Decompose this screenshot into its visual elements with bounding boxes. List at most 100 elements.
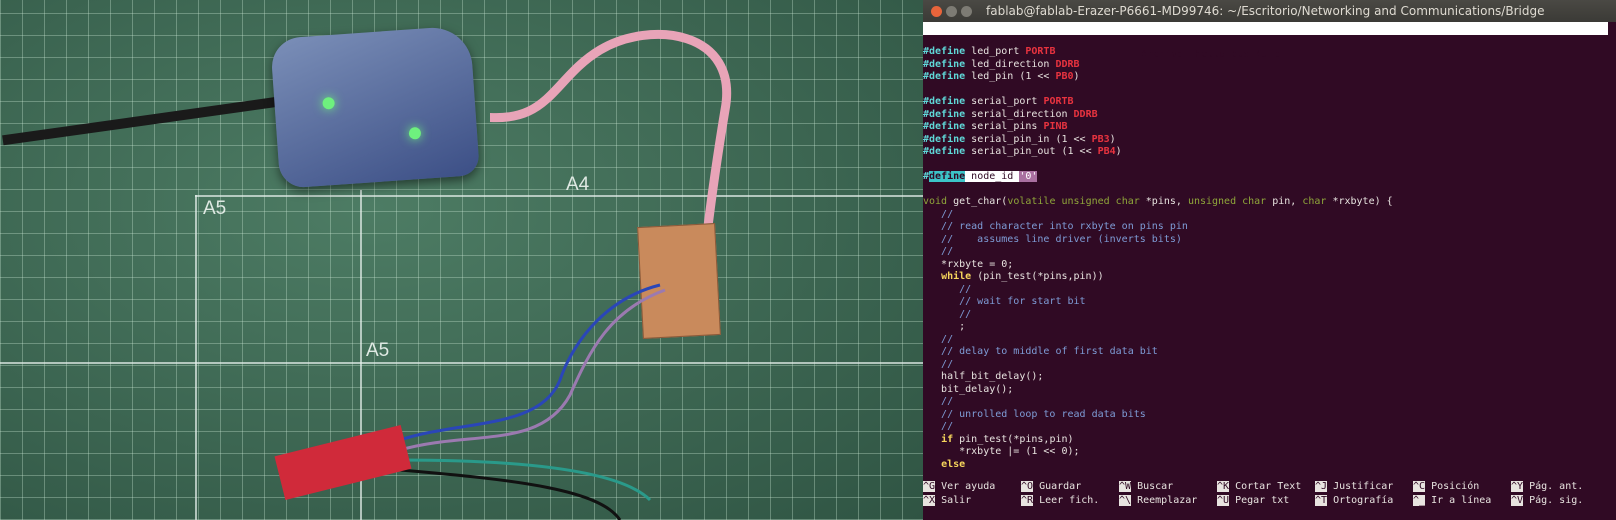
- code-line: // unrolled loop to read data bits: [923, 409, 1393, 422]
- code-token: volatile unsigned char: [1007, 196, 1140, 207]
- code-token: #define: [923, 46, 966, 57]
- shortcut-item[interactable]: ^\ Reemplazar: [1119, 494, 1197, 507]
- code-token: PB0: [1055, 71, 1074, 82]
- shortcut-key: ^W: [1119, 481, 1132, 492]
- shortcut-item[interactable]: ^T Ortografía: [1315, 494, 1393, 507]
- code-token: //: [923, 396, 954, 407]
- shortcut-item[interactable]: ^_ Ir a línea: [1413, 494, 1491, 507]
- code-token: #define: [923, 58, 966, 70]
- code-token: led_direction: [965, 58, 1056, 70]
- code-token: #define: [923, 121, 966, 132]
- code-line: //: [923, 209, 1393, 222]
- code-token: [923, 434, 941, 445]
- code-token: //: [923, 308, 972, 320]
- code-line: //: [923, 334, 1393, 347]
- shortcut-key: ^\: [1119, 495, 1132, 506]
- code-line: // read character into rxbyte on pins pi…: [923, 221, 1393, 234]
- code-token: *rxbyte |= (1 << 0);: [923, 446, 1080, 457]
- code-line: if pin_test(*pins,pin): [923, 434, 1393, 447]
- code-token: pin,: [1266, 196, 1303, 207]
- mat-label: A4: [566, 174, 590, 195]
- shortcut-item[interactable]: ^C Posición: [1413, 480, 1479, 493]
- maximize-icon[interactable]: [961, 5, 972, 17]
- code-token: bit_delay();: [923, 383, 1014, 395]
- code-line: //: [923, 284, 1393, 297]
- code-line: // delay to middle of first data bit: [923, 346, 1393, 359]
- shortcut-item[interactable]: ^V Pág. sig.: [1511, 494, 1583, 507]
- mat-line: [360, 190, 362, 520]
- code-token: '0': [1019, 171, 1038, 182]
- shortcut-item[interactable]: ^J Justificar: [1315, 480, 1393, 493]
- shortcut-label: Pág. sig.: [1523, 495, 1584, 506]
- code-line: //: [923, 246, 1393, 259]
- code-line: half_bit_delay();: [923, 371, 1393, 384]
- code-token: char: [1302, 196, 1327, 207]
- hardware-photo: A5 A4 A5: [0, 0, 923, 520]
- code-token: serial_direction: [965, 108, 1074, 120]
- code-token: #define: [923, 108, 966, 120]
- code-token: else: [941, 458, 966, 470]
- shortcut-item[interactable]: ^G Ver ayuda: [923, 480, 995, 493]
- code-token: ;: [923, 321, 966, 332]
- shortcut-label: Salir: [935, 495, 972, 506]
- code-line: //: [923, 421, 1393, 434]
- code-token: serial_pin_in (1 <<: [965, 133, 1092, 145]
- shortcut-key: ^T: [1315, 495, 1328, 506]
- code-line: [923, 159, 1393, 172]
- code-token: *rxbyte = 0;: [923, 258, 1014, 270]
- mat-line: [195, 195, 197, 520]
- close-icon[interactable]: [931, 5, 942, 17]
- code-token: while: [941, 271, 972, 282]
- code-token: node_id: [965, 171, 1020, 182]
- minimize-icon[interactable]: [946, 5, 957, 17]
- nano-header: GNU nano 2.5.3 Archivo: hello.bus.45.c: [923, 22, 1608, 60]
- shortcut-label: Ortografía: [1327, 495, 1394, 506]
- code-line: #define led_port PORTB: [923, 46, 1393, 59]
- code-line: // wait for start bit: [923, 296, 1393, 309]
- code-line: else: [923, 459, 1393, 472]
- shortcut-label: Pegar txt: [1229, 495, 1290, 506]
- code-token: DDRB: [1073, 108, 1098, 120]
- code-token: if: [941, 433, 954, 445]
- code-token: // delay to middle of first data bit: [923, 346, 1158, 357]
- shortcut-key: ^K: [1217, 481, 1230, 492]
- shortcut-item[interactable]: ^K Cortar Text: [1217, 480, 1301, 493]
- code-editor[interactable]: #define led_port PORTB#define led_direct…: [923, 46, 1393, 471]
- shortcut-item[interactable]: ^O Guardar: [1021, 480, 1081, 493]
- code-line: while (pin_test(*pins,pin)): [923, 271, 1393, 284]
- code-token: // read character into rxbyte on pins pi…: [923, 221, 1188, 232]
- code-token: unsigned char: [1187, 196, 1267, 207]
- code-token: PORTB: [1025, 46, 1056, 57]
- code-line: #define led_direction DDRB: [923, 59, 1393, 72]
- code-token: //: [923, 283, 972, 295]
- nano-version: GNU nano 2.5.3: [935, 36, 1020, 47]
- code-token: //: [923, 246, 954, 257]
- code-line: void get_char(volatile unsigned char *pi…: [923, 196, 1393, 209]
- code-token: pin_test(*pins,pin): [953, 433, 1074, 445]
- shortcut-label: Leer fich.: [1033, 495, 1100, 506]
- code-token: serial_port: [965, 96, 1044, 107]
- code-line: #define serial_port PORTB: [923, 96, 1393, 109]
- code-line: #define led_pin (1 << PB0): [923, 71, 1393, 84]
- ribbon-cable: [490, 30, 732, 251]
- code-token: [923, 459, 941, 470]
- shortcut-label: Guardar: [1033, 481, 1082, 492]
- code-line: *rxbyte |= (1 << 0);: [923, 446, 1393, 459]
- shortcut-label: Pág. ant.: [1523, 481, 1584, 492]
- code-line: ;: [923, 321, 1393, 334]
- shortcut-key: ^X: [923, 495, 936, 506]
- code-line: #define serial_direction DDRB: [923, 109, 1393, 122]
- shortcut-item[interactable]: ^X Salir: [923, 494, 971, 507]
- jumper-wires: [399, 283, 666, 520]
- code-token: #define: [923, 133, 966, 145]
- shortcut-label: Ver ayuda: [935, 481, 996, 492]
- shortcut-key: ^R: [1021, 495, 1034, 506]
- shortcut-item[interactable]: ^U Pegar txt: [1217, 494, 1289, 507]
- shortcut-item[interactable]: ^R Leer fich.: [1021, 494, 1099, 507]
- shortcut-label: Posición: [1425, 481, 1480, 492]
- code-token: // wait for start bit: [923, 296, 1086, 307]
- mat-label: A5: [203, 198, 227, 219]
- shortcut-item[interactable]: ^W Buscar: [1119, 480, 1173, 493]
- shortcut-item[interactable]: ^Y Pág. ant.: [1511, 480, 1583, 493]
- code-line: //: [923, 359, 1393, 372]
